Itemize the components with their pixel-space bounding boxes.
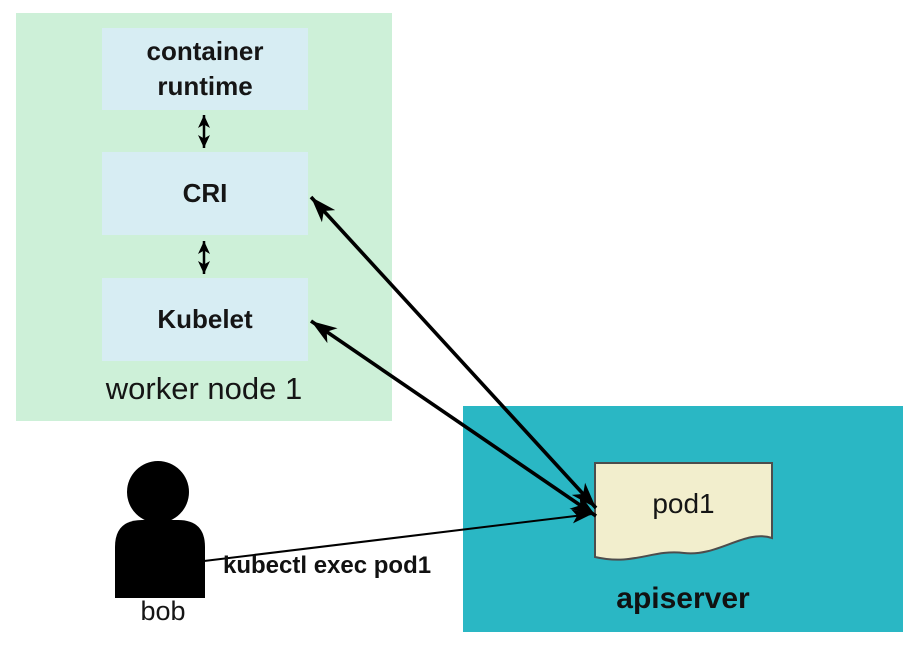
container-runtime-label: container runtime [146,35,264,101]
arrow-pod1-kubelet [309,319,598,518]
person-icon [115,461,205,598]
worker-node-label: worker node 1 [105,371,303,406]
kubelet-box: Kubelet [102,278,308,361]
kubelet-label: Kubelet [157,303,253,334]
arrow-bob-pod1 [203,509,593,562]
container-runtime-box: container runtime [102,28,308,110]
command-label: kubectl exec pod1 [223,552,432,579]
apiserver-label: apiserver [616,582,750,615]
arrow-pod1-cri [309,195,598,510]
pod1-label: pod1 [652,488,715,519]
cri-label: CRI [182,177,228,208]
bob-label: bob [140,596,186,626]
cri-box: CRI [102,152,308,235]
pod1-document-shape [594,462,773,561]
